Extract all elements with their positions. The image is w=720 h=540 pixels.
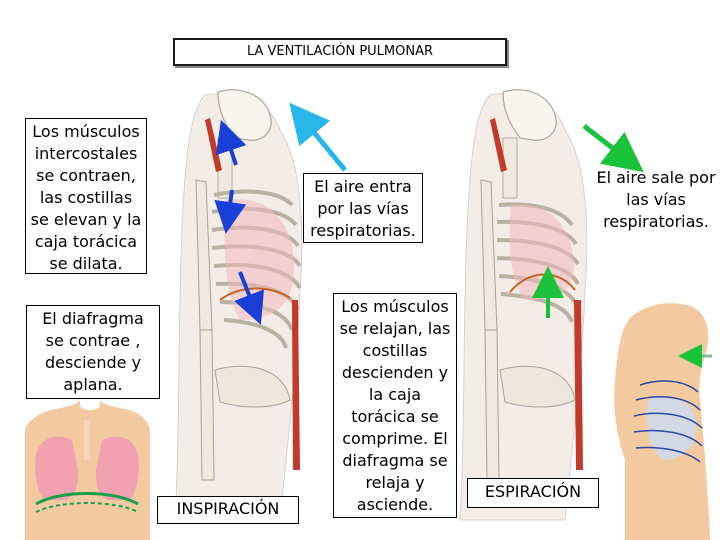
page-title: LA VENTILACIÓN PULMONAR [173, 38, 507, 66]
inspiration-label: INSPIRACIÓN [157, 496, 299, 524]
expiration-label: ESPIRACIÓN [467, 478, 599, 508]
expiration-air-text: El aire sale por las vías respiratorias. [596, 168, 716, 231]
profile-torso [614, 303, 712, 540]
inspiration-muscles-text: Los músculos intercostales se contraen, … [25, 118, 147, 274]
inspiration-figure [174, 89, 347, 521]
profile-ribs [633, 380, 703, 463]
inspiration-air-text: El aire entra por las vías respiratorias… [303, 173, 423, 243]
inspiration-diaphragm-text: El diafragma se contrae , desciende y ap… [26, 305, 160, 399]
expiration-muscles-text: Los músculos se relajan, las costillas d… [333, 293, 457, 518]
expiration-figure [459, 89, 644, 521]
lungs-diagram [25, 400, 150, 540]
diaphragm-line [35, 492, 139, 506]
